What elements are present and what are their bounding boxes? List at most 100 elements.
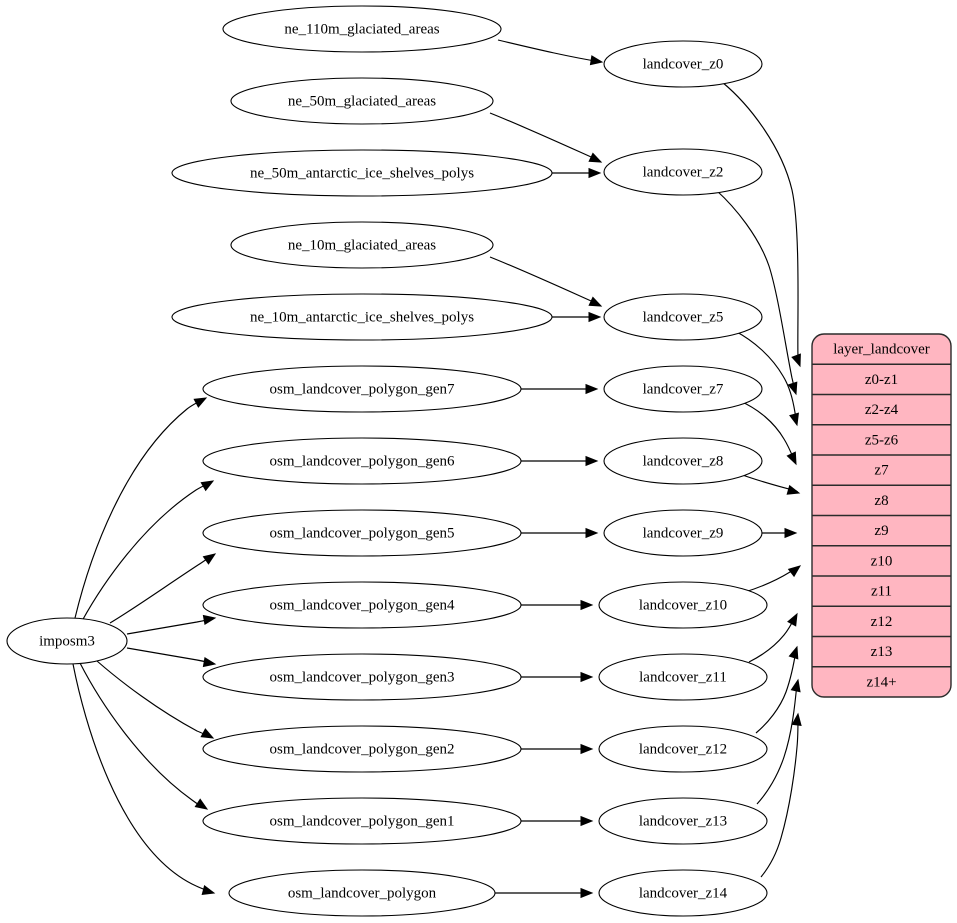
arrow-head-z14+: [791, 712, 802, 727]
node-landcover_z0[interactable]: landcover_z0: [603, 40, 763, 88]
node-osm_landcover_polygon_gen5[interactable]: osm_landcover_polygon_gen5: [202, 509, 522, 557]
node-label-ne_10m_antarctic_ice_shelves_polys: ne_10m_antarctic_ice_shelves_polys: [250, 309, 474, 325]
node-shape-osm_landcover_polygon_gen7[interactable]: [202, 365, 522, 413]
node-ne_10m_glaciated_areas[interactable]: ne_10m_glaciated_areas: [230, 221, 494, 269]
node-label-landcover_z9: landcover_z9: [643, 525, 724, 541]
node-shape-osm_landcover_polygon_gen3[interactable]: [202, 653, 522, 701]
arrow-head-osm_gen7: [193, 397, 208, 408]
node-shape-landcover_z8[interactable]: [603, 437, 763, 485]
node-osm_landcover_polygon_gen4[interactable]: osm_landcover_polygon_gen4: [202, 581, 522, 629]
arrow-head-z9: [784, 527, 798, 539]
node-label-landcover_z0: landcover_z0: [643, 56, 724, 72]
node-landcover_z12[interactable]: landcover_z12: [598, 725, 768, 773]
node-landcover_z2[interactable]: landcover_z2: [603, 148, 763, 196]
node-osm_landcover_polygon_gen7[interactable]: osm_landcover_polygon_gen7: [202, 365, 522, 413]
node-shape-osm_landcover_polygon_gen2[interactable]: [202, 725, 522, 773]
arrow-head-z12: [788, 645, 799, 660]
node-label-ne_110m_glaciated_areas: ne_110m_glaciated_areas: [284, 21, 439, 37]
node-shape-landcover_z2[interactable]: [603, 148, 763, 196]
arrow-head-osm_gen2: [200, 728, 215, 739]
node-label-ne_10m_glaciated_areas: ne_10m_glaciated_areas: [288, 237, 436, 253]
node-osm_landcover_polygon_gen1[interactable]: osm_landcover_polygon_gen1: [202, 797, 522, 845]
node-shape-imposm3[interactable]: [6, 617, 128, 665]
node-label-landcover_z13: landcover_z13: [639, 813, 727, 829]
record-row-label-z8: z8: [874, 493, 888, 509]
edge-landcover_z14-to-z14+: [760, 716, 799, 878]
record-row-label-z2-z4: z2-z4: [865, 402, 899, 418]
record-row-label-z14+: z14+: [866, 674, 896, 690]
arrow-head-z8: [786, 484, 801, 495]
node-label-osm_landcover_polygon_gen2: osm_landcover_polygon_gen2: [270, 741, 455, 757]
node-osm_landcover_polygon[interactable]: osm_landcover_polygon: [228, 869, 496, 917]
node-shape-ne_50m_glaciated_areas[interactable]: [230, 77, 494, 125]
node-shape-osm_landcover_polygon_gen5[interactable]: [202, 509, 522, 557]
node-shape-osm_landcover_polygon_gen1[interactable]: [202, 797, 522, 845]
node-label-landcover_z2: landcover_z2: [643, 164, 724, 180]
edge-imposm3-to-osm_landcover_polygon_gen3: [126, 647, 214, 664]
node-shape-ne_10m_antarctic_ice_shelves_polys[interactable]: [171, 293, 553, 341]
node-shape-ne_110m_glaciated_areas[interactable]: [222, 5, 502, 53]
node-landcover_z5[interactable]: landcover_z5: [603, 293, 763, 341]
arrow-head-z0-z1: [791, 353, 801, 368]
arrow-head-z5-z6: [789, 412, 799, 427]
arrow-head-osm_gen5: [202, 553, 217, 565]
node-landcover_z11[interactable]: landcover_z11: [598, 653, 768, 701]
edge-imposm3-to-osm_landcover_polygon_gen7: [74, 398, 205, 619]
edge-ne_10m_glaciated_areas-to-landcover_z5: [489, 256, 601, 306]
node-shape-osm_landcover_polygon_gen4[interactable]: [202, 581, 522, 629]
node-osm_landcover_polygon_gen2[interactable]: osm_landcover_polygon_gen2: [202, 725, 522, 773]
record-row-label-z13: z13: [871, 644, 893, 660]
node-landcover_z14[interactable]: landcover_z14: [598, 869, 768, 917]
edge-imposm3-to-osm_landcover_polygon_gen1: [79, 662, 206, 809]
node-label-osm_landcover_polygon: osm_landcover_polygon: [288, 885, 437, 901]
node-label-landcover_z12: landcover_z12: [639, 741, 727, 757]
edge-landcover_z11-to-z11: [748, 616, 796, 663]
node-shape-landcover_z5[interactable]: [603, 293, 763, 341]
record-node-layer: layer_landcoverz0-z1z2-z4z5-z6z7z8z9z10z…: [811, 333, 952, 698]
node-label-osm_landcover_polygon_gen1: osm_landcover_polygon_gen1: [270, 813, 455, 829]
node-shape-landcover_z0[interactable]: [603, 40, 763, 88]
arrow-head-landcover_z7: [585, 383, 599, 395]
node-shape-landcover_z9[interactable]: [603, 509, 763, 557]
node-label-landcover_z14: landcover_z14: [639, 885, 728, 901]
node-label-osm_landcover_polygon_gen5: osm_landcover_polygon_gen5: [270, 525, 455, 541]
arrow-head-z11: [787, 612, 798, 627]
record-row-label-z0-z1: z0-z1: [865, 372, 898, 388]
node-label-osm_landcover_polygon_gen6: osm_landcover_polygon_gen6: [270, 453, 455, 469]
node-landcover_z13[interactable]: landcover_z13: [598, 797, 768, 845]
node-osm_landcover_polygon_gen6[interactable]: osm_landcover_polygon_gen6: [202, 437, 522, 485]
node-shape-landcover_z14[interactable]: [598, 869, 768, 917]
node-shape-ne_50m_antarctic_ice_shelves_polys[interactable]: [171, 149, 553, 197]
edge-imposm3-to-osm_landcover_polygon_gen2: [96, 660, 212, 738]
node-label-osm_landcover_polygon_gen3: osm_landcover_polygon_gen3: [270, 669, 455, 685]
node-shape-landcover_z12[interactable]: [598, 725, 768, 773]
node-ne_50m_glaciated_areas[interactable]: ne_50m_glaciated_areas: [230, 77, 494, 125]
node-landcover_z8[interactable]: landcover_z8: [603, 437, 763, 485]
arrow-head-osm_gen1: [194, 798, 209, 810]
record-header-label: layer_landcover: [833, 342, 930, 358]
node-shape-landcover_z7[interactable]: [603, 365, 763, 413]
node-shape-landcover_z13[interactable]: [598, 797, 768, 845]
record-node-layer_landcover[interactable]: layer_landcoverz0-z1z2-z4z5-z6z7z8z9z10z…: [811, 333, 952, 698]
node-shape-landcover_z10[interactable]: [598, 581, 768, 629]
arrow-head-landcover_z8: [585, 455, 599, 467]
node-label-imposm3: imposm3: [39, 633, 95, 649]
node-ne_110m_glaciated_areas[interactable]: ne_110m_glaciated_areas: [222, 5, 502, 53]
node-landcover_z9[interactable]: landcover_z9: [603, 509, 763, 557]
node-imposm3[interactable]: imposm3: [6, 617, 128, 665]
node-label-landcover_z11: landcover_z11: [639, 669, 727, 685]
node-landcover_z10[interactable]: landcover_z10: [598, 581, 768, 629]
record-row-label-z11: z11: [871, 584, 892, 600]
arrow-head-landcover_z5: [588, 296, 603, 307]
node-osm_landcover_polygon_gen3[interactable]: osm_landcover_polygon_gen3: [202, 653, 522, 701]
node-shape-ne_10m_glaciated_areas[interactable]: [230, 221, 494, 269]
arrow-head-landcover_z12: [580, 743, 594, 755]
node-shape-osm_landcover_polygon[interactable]: [228, 869, 496, 917]
node-shape-landcover_z11[interactable]: [598, 653, 768, 701]
node-ne_10m_antarctic_ice_shelves_polys[interactable]: ne_10m_antarctic_ice_shelves_polys: [171, 293, 553, 341]
node-ne_50m_antarctic_ice_shelves_polys[interactable]: ne_50m_antarctic_ice_shelves_polys: [171, 149, 553, 197]
node-shape-osm_landcover_polygon_gen6[interactable]: [202, 437, 522, 485]
node-landcover_z7[interactable]: landcover_z7: [603, 365, 763, 413]
